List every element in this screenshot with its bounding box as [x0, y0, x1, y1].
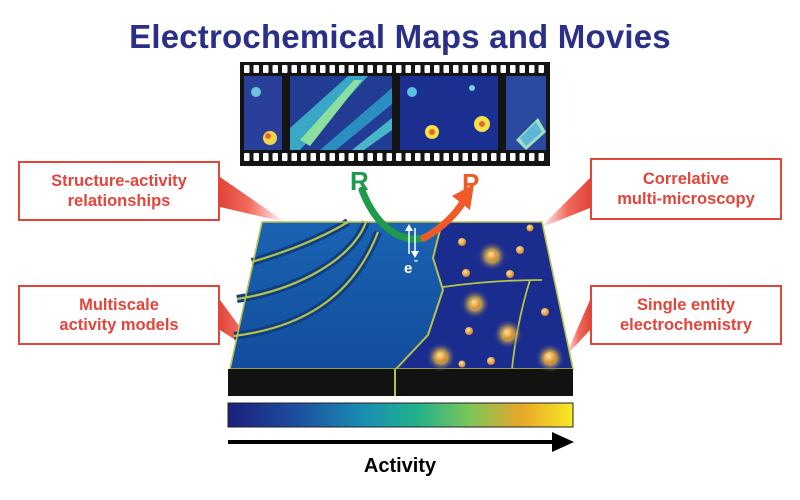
film-sprocket-hole — [320, 65, 326, 73]
film-sprocket-hole — [310, 153, 316, 161]
film-sprocket-hole — [396, 65, 402, 73]
film-sprocket-hole — [358, 153, 364, 161]
film-sprocket-hole — [348, 65, 354, 73]
film-sprocket-hole — [443, 65, 449, 73]
callout-correlative: Correlative multi-microscopy — [590, 158, 782, 220]
film-sprocket-hole — [472, 65, 478, 73]
film-sprocket-hole — [301, 65, 307, 73]
film-sprocket-hole — [282, 65, 288, 73]
film-sprocket-hole — [358, 65, 364, 73]
film-sprocket-hole — [310, 65, 316, 73]
callout-beam-single-entity — [565, 300, 590, 357]
film-frame-4 — [506, 76, 546, 150]
film-sprocket-hole — [538, 153, 544, 161]
film-sprocket-hole — [472, 153, 478, 161]
film-frame-3 — [400, 76, 498, 150]
film-strip — [240, 62, 550, 166]
film-sprocket-hole — [377, 153, 383, 161]
film-sprocket-hole — [462, 65, 468, 73]
film-sprocket-hole — [291, 65, 297, 73]
film-sprocket-hole — [244, 153, 250, 161]
film-sprocket-hole — [301, 153, 307, 161]
film-sprocket-hole — [320, 153, 326, 161]
activity-label: Activity — [363, 455, 437, 477]
film-sprocket-hole — [272, 153, 278, 161]
film-sprocket-hole — [377, 65, 383, 73]
film-sprocket-hole — [367, 153, 373, 161]
film-sprocket-hole — [491, 65, 497, 73]
film-sprocket-hole — [253, 65, 259, 73]
film-sprocket-hole — [386, 153, 392, 161]
film-sprocket-hole — [396, 153, 402, 161]
film-sprocket-hole — [386, 65, 392, 73]
surface-base — [228, 369, 573, 396]
activity-arrow-head — [552, 432, 574, 452]
page-title: Electrochemical Maps and Movies — [129, 18, 671, 55]
callout-single-entity: Single entity electrochemistry — [590, 285, 782, 345]
film-sprocket-hole — [339, 65, 345, 73]
film-sprocket-hole — [443, 153, 449, 161]
film-sprocket-hole — [510, 65, 516, 73]
film-sprocket-hole — [500, 65, 506, 73]
film-sprocket-hole — [434, 65, 440, 73]
reaction-arrow-head — [452, 184, 474, 210]
film-sprocket-hole — [529, 153, 535, 161]
callout-structure-activity: Structure-activity relationships — [18, 161, 220, 221]
film-frame-2 — [290, 76, 392, 150]
callout-multiscale: Multiscale activity models — [18, 285, 220, 345]
reactant-label: R — [350, 166, 369, 196]
film-sprocket-hole — [348, 153, 354, 161]
electron-charge: - — [414, 253, 418, 267]
film-sprocket-hole — [529, 65, 535, 73]
film-sprocket-hole — [491, 153, 497, 161]
film-sprocket-hole — [424, 153, 430, 161]
film-sprocket-hole — [329, 65, 335, 73]
film-sprocket-hole — [263, 153, 269, 161]
film-sprocket-hole — [291, 153, 297, 161]
nanoparticles — [426, 224, 565, 373]
film-sprocket-hole — [519, 65, 525, 73]
film-sprocket-hole — [424, 65, 430, 73]
film-sprocket-hole — [434, 153, 440, 161]
film-sprocket-hole — [453, 153, 459, 161]
product-label: P — [462, 168, 479, 198]
electron-label: e — [404, 260, 412, 277]
film-sprocket-hole — [329, 153, 335, 161]
film-sprocket-hole — [510, 153, 516, 161]
callout-beam-correlative — [540, 178, 590, 228]
film-sprocket-hole — [481, 153, 487, 161]
film-sprocket-hole — [415, 65, 421, 73]
film-sprocket-hole — [519, 153, 525, 161]
film-sprocket-hole — [500, 153, 506, 161]
film-sprocket-hole — [272, 65, 278, 73]
film-sprocket-hole — [263, 65, 269, 73]
film-sprocket-hole — [405, 65, 411, 73]
activity-color-bar — [227, 402, 574, 428]
film-sprocket-hole — [367, 65, 373, 73]
reaction-arrow — [358, 184, 474, 258]
film-sprocket-hole — [253, 153, 259, 161]
film-sprocket-hole — [415, 153, 421, 161]
film-sprocket-hole — [339, 153, 345, 161]
film-sprocket-hole — [538, 65, 544, 73]
film-sprocket-hole — [405, 153, 411, 161]
film-sprocket-hole — [244, 65, 250, 73]
film-sprocket-hole — [462, 153, 468, 161]
film-sprocket-hole — [453, 65, 459, 73]
film-sprocket-hole — [282, 153, 288, 161]
film-sprocket-hole — [481, 65, 487, 73]
callout-beam-structure — [220, 177, 285, 222]
film-frame-1 — [244, 76, 282, 150]
